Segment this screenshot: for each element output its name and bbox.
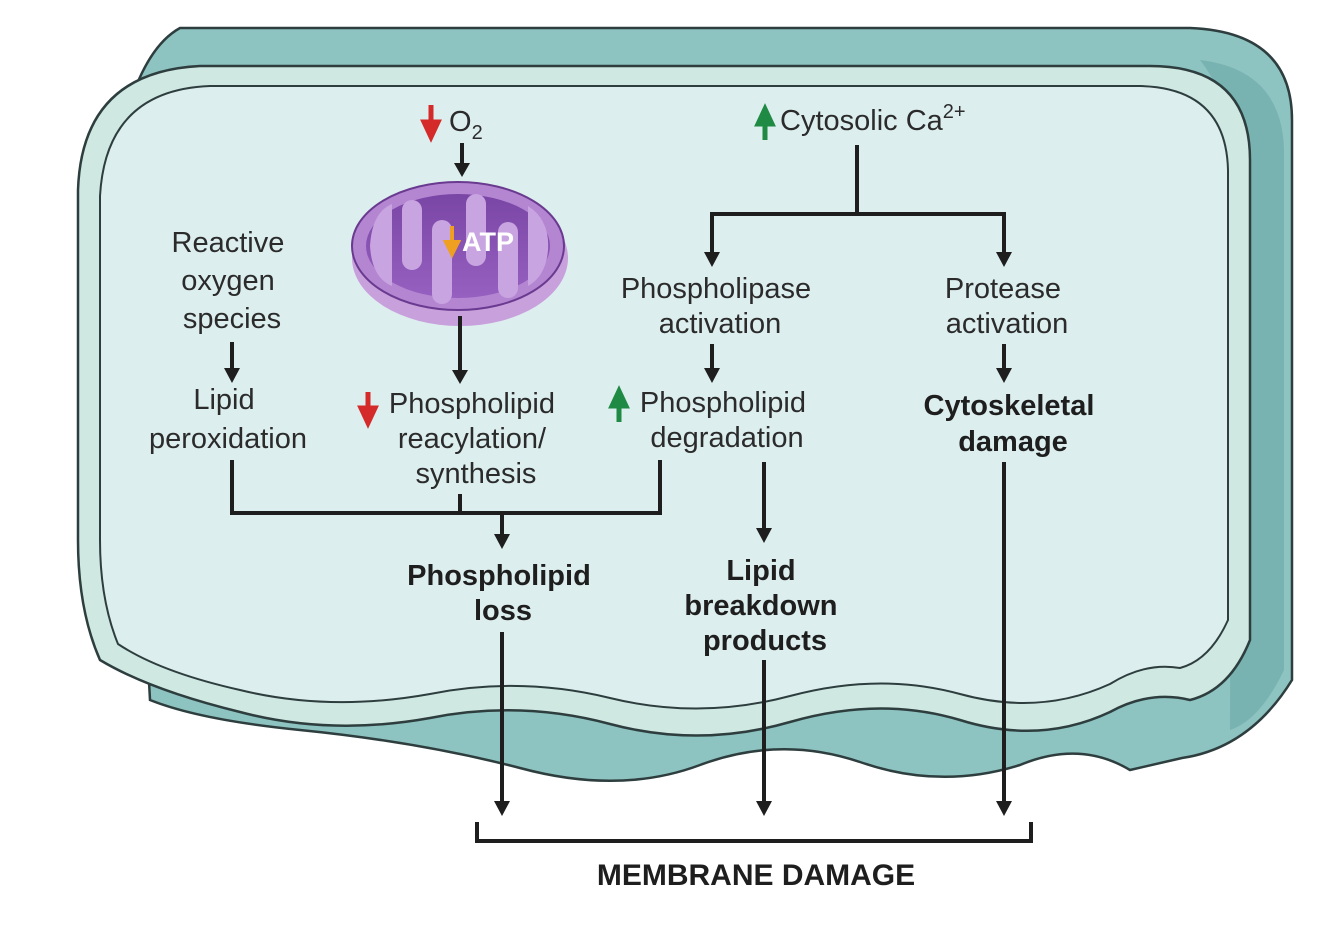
arrowhead bbox=[996, 252, 1012, 267]
phospholipid-degradation-label: Phospholipid degradation bbox=[640, 387, 814, 454]
arrowhead bbox=[704, 252, 720, 267]
arrowhead bbox=[756, 528, 772, 543]
phospholipid-loss-label: Phospholipid loss bbox=[407, 560, 599, 627]
atp-label: ATP bbox=[462, 227, 514, 257]
arrowhead bbox=[452, 370, 468, 384]
merge-bracket bbox=[230, 460, 662, 515]
synthesis-decrease-arrow-icon bbox=[357, 392, 379, 429]
increase-arrow-icon bbox=[754, 103, 776, 140]
arrowhead bbox=[494, 801, 510, 816]
phospholipid-synthesis-label: Phospholipid reacylation/ synthesis bbox=[389, 388, 563, 490]
arrowhead bbox=[704, 368, 720, 383]
lipid-peroxidation-label: Lipid peroxidation bbox=[149, 384, 307, 455]
arrowhead bbox=[996, 368, 1012, 383]
calcium-branch bbox=[710, 212, 1006, 254]
oxygen-label: O2 bbox=[449, 106, 483, 144]
oxygen-input: O2 bbox=[420, 105, 483, 144]
arrowhead bbox=[756, 801, 772, 816]
calcium-input: Cytosolic Ca2+ bbox=[754, 101, 966, 140]
lipid-breakdown-label: Lipid breakdown products bbox=[684, 555, 845, 657]
cytoskeletal-damage-label: Cytoskeletal damage bbox=[924, 390, 1103, 458]
arrowhead bbox=[454, 163, 470, 177]
mitochondrion: ATP bbox=[351, 181, 568, 326]
arrowhead bbox=[494, 534, 510, 549]
outcome-bracket bbox=[475, 822, 1033, 843]
arrowhead bbox=[224, 368, 240, 383]
decrease-arrow-icon bbox=[420, 105, 442, 143]
membrane-damage-label: MEMBRANE DAMAGE bbox=[597, 859, 915, 892]
arrowhead bbox=[996, 801, 1012, 816]
phospholipase-label: Phospholipase activation bbox=[621, 273, 819, 340]
atp-decrease-arrow-icon bbox=[442, 226, 462, 259]
protease-label: Protease activation bbox=[945, 273, 1069, 340]
ros-label: Reactive oxygen species bbox=[172, 227, 293, 335]
calcium-label: Cytosolic Ca2+ bbox=[780, 101, 966, 137]
degradation-increase-arrow-icon bbox=[608, 385, 630, 422]
